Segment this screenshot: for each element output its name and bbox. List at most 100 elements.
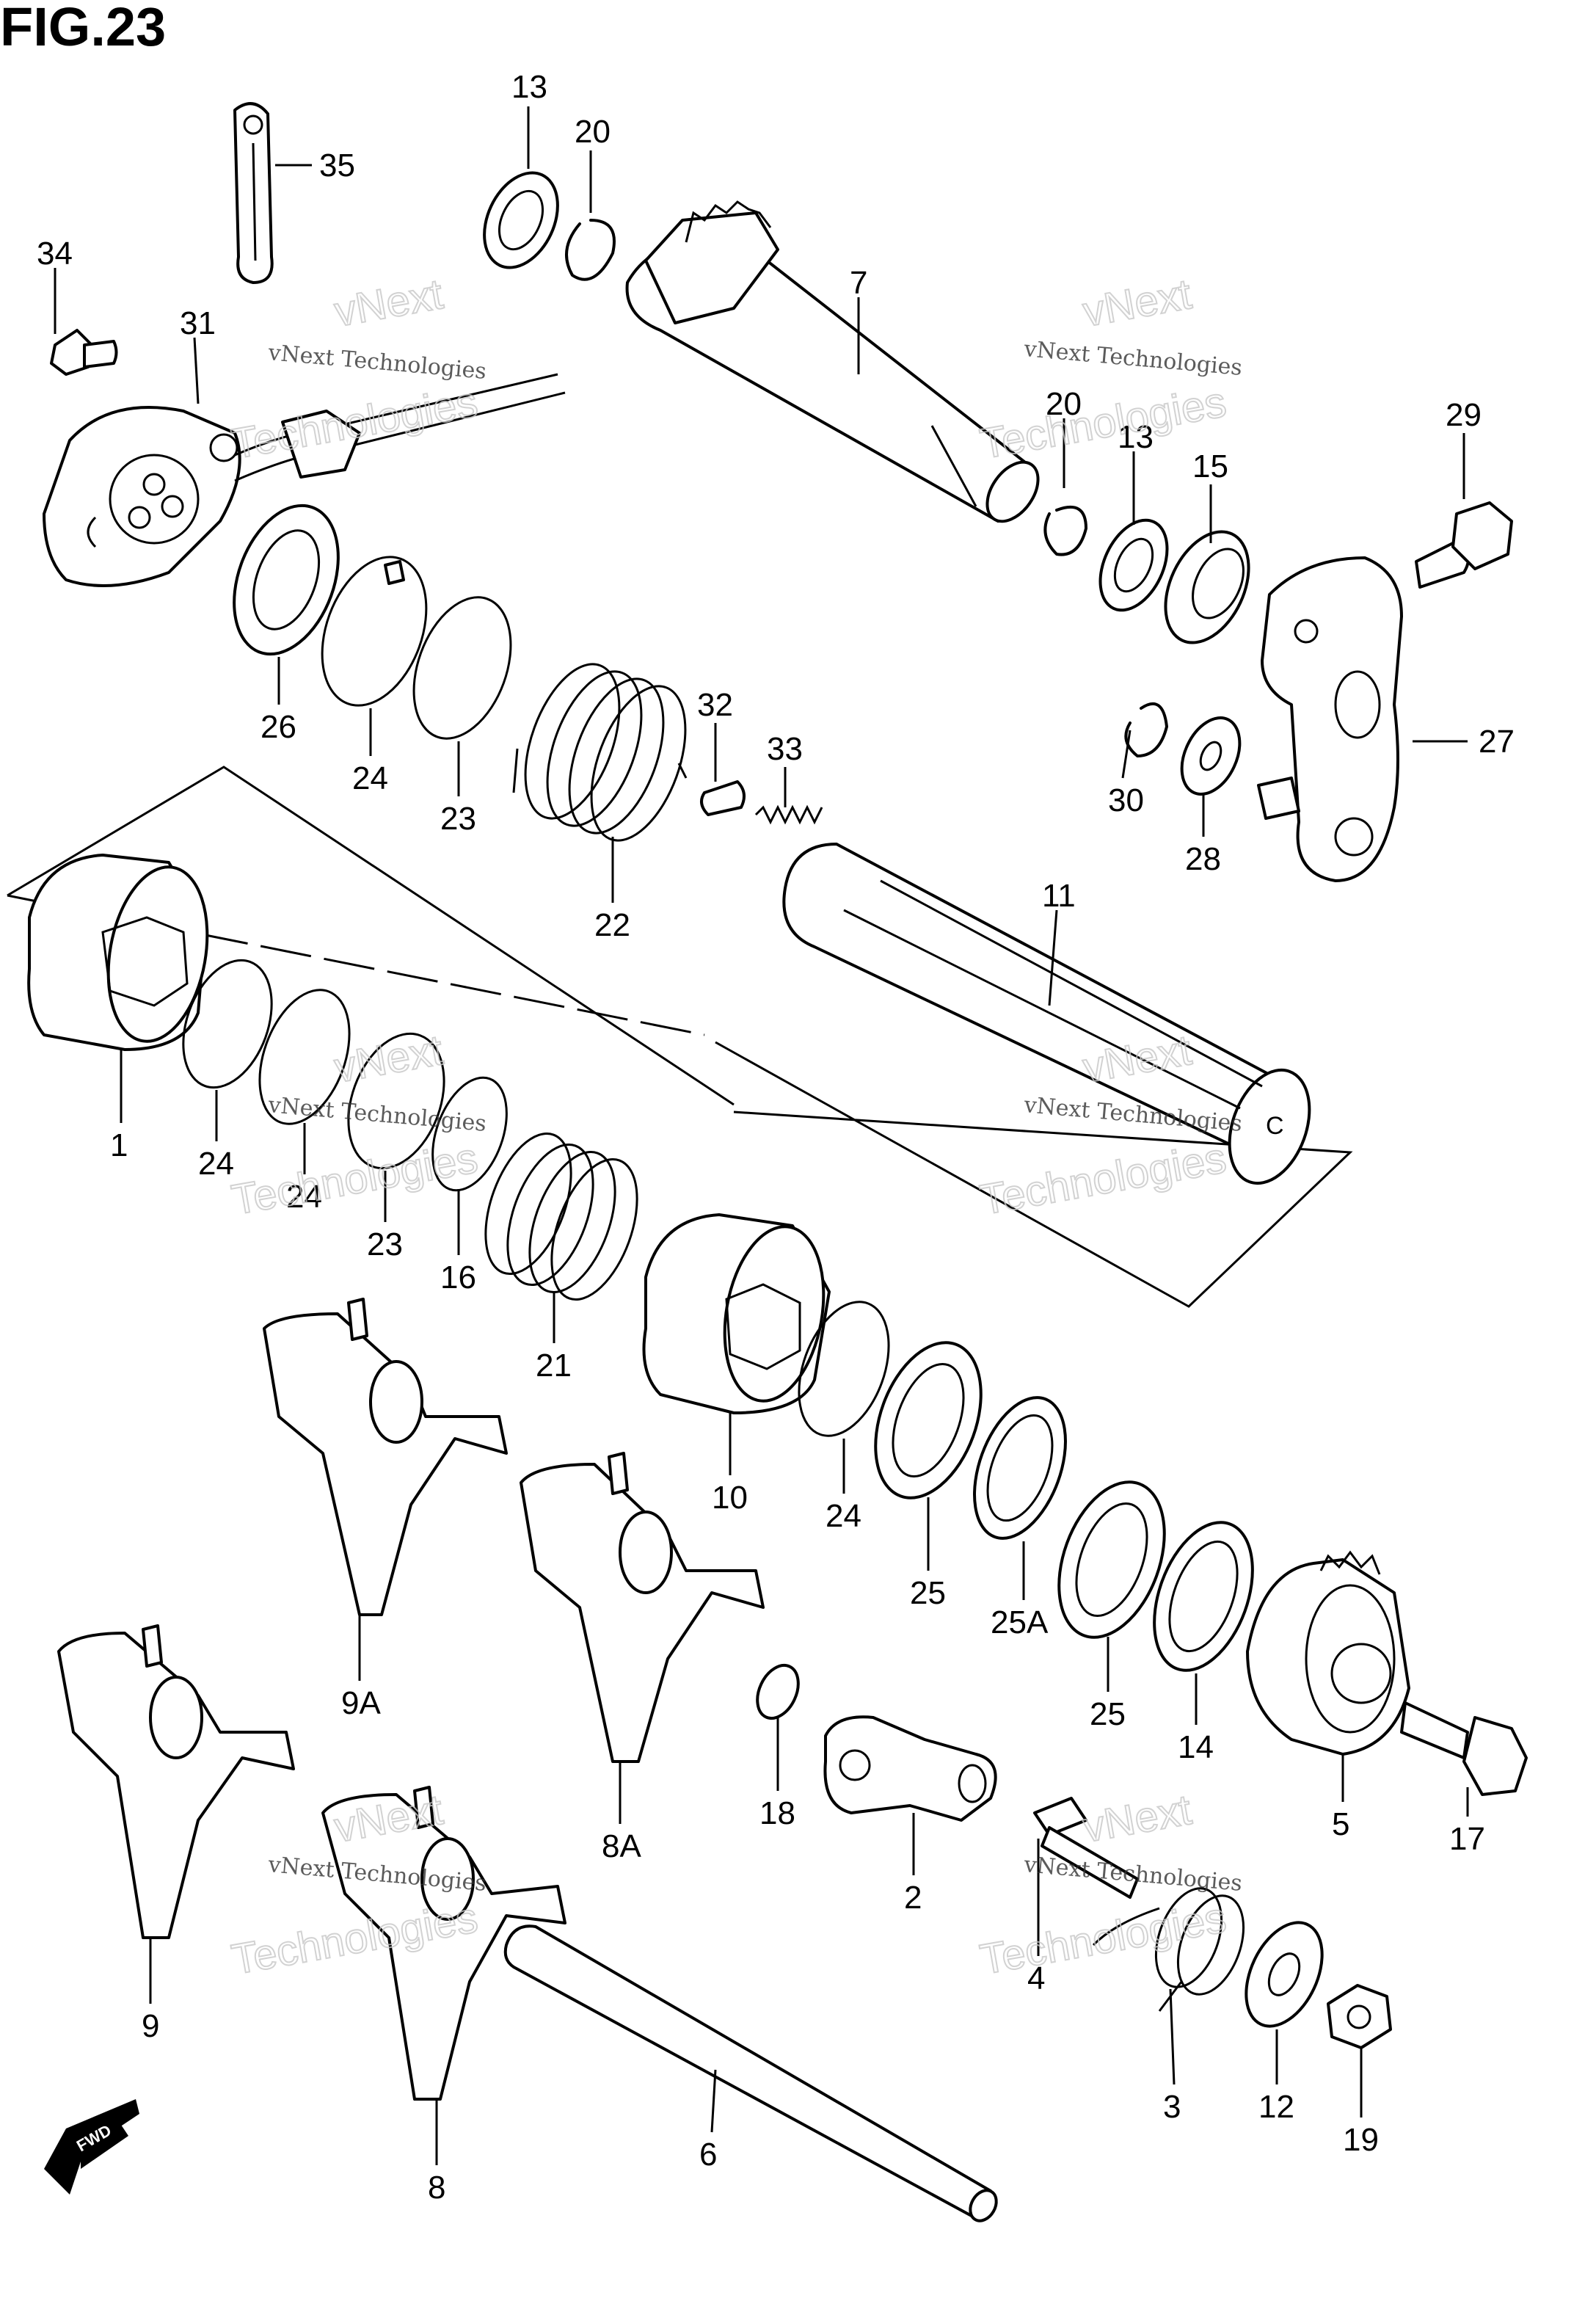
svg-text:vNext: vNext (331, 1026, 446, 1092)
callout-24-d: 24 (826, 1498, 861, 1534)
part-20-circlip-right (1043, 506, 1087, 556)
sub-assembly-outline (7, 766, 1353, 1308)
fwd-direction-badge: FWD (44, 2099, 139, 2195)
callout-14: 14 (1178, 1729, 1214, 1765)
callout-23-b: 23 (367, 1226, 403, 1262)
part-24-circlip-mid2 (258, 989, 351, 1125)
part-29-bolt (1415, 501, 1513, 589)
watermark-top-left: vNext Technologies vNext Technologies (227, 269, 487, 469)
part-24-circlip (321, 556, 428, 707)
callout-10: 10 (712, 1480, 748, 1516)
callout-9A: 9A (341, 1685, 381, 1721)
part-31-sensor (43, 373, 566, 587)
callout-9: 9 (142, 2008, 159, 2044)
callout-30: 30 (1108, 782, 1144, 818)
callout-13-right: 13 (1118, 419, 1154, 455)
callout-13: 13 (511, 69, 547, 105)
callout-21: 21 (536, 1348, 572, 1384)
callout-labels: 13 20 35 34 31 7 20 13 15 29 27 30 28 26… (37, 69, 1515, 2206)
callout-20: 20 (575, 114, 611, 150)
part-25-washer-low (1057, 1480, 1166, 1639)
part-9-shift-fork (57, 1624, 295, 1939)
part-25A-bearing (973, 1396, 1067, 1540)
part-7-shift-shaft (625, 200, 1040, 523)
svg-text:vNext: vNext (1079, 270, 1195, 336)
part-23-washer-mid (347, 1032, 445, 1170)
part-15-bearing (1164, 530, 1250, 644)
callout-16: 16 (440, 1259, 476, 1295)
watermark-mid-left: vNext Technologies vNext Technologies (227, 1025, 487, 1225)
callout-24: 24 (352, 760, 388, 796)
callout-11: 11 (1042, 878, 1076, 914)
callout-8A: 8A (602, 1828, 641, 1864)
callout-24-c: 24 (286, 1179, 322, 1215)
callout-6: 6 (699, 2137, 717, 2173)
part-13-washer (483, 171, 559, 269)
callout-33: 33 (767, 731, 803, 767)
callout-15: 15 (1192, 448, 1228, 484)
callout-5: 5 (1332, 1806, 1349, 1842)
part-30-eclip (1124, 702, 1168, 757)
svg-text:vNext Technologies: vNext Technologies (266, 340, 487, 385)
callout-25-b: 25 (1090, 1696, 1126, 1732)
part-25-washer (874, 1341, 983, 1499)
svg-text:vNext: vNext (1079, 1786, 1195, 1852)
callout-32: 32 (697, 687, 733, 723)
svg-text:vNext Technologies: vNext Technologies (1022, 336, 1243, 381)
part-33-spring (754, 804, 823, 825)
part-32-pin (700, 780, 746, 816)
callout-17: 17 (1449, 1821, 1485, 1857)
callout-31: 31 (180, 305, 216, 341)
part-5-cam-gear (1246, 1550, 1410, 1756)
svg-text:Technologies: Technologies (977, 378, 1230, 468)
part-18-washer (756, 1663, 800, 1720)
callout-34: 34 (37, 236, 73, 272)
part-24-circlip-low (798, 1301, 890, 1437)
part-28-washer (1180, 716, 1242, 796)
cam-marking: C (1266, 1112, 1284, 1140)
part-8-shift-fork (321, 1786, 566, 2101)
part-11-gearshift-cam: C (782, 843, 1311, 1185)
callout-19: 19 (1343, 2122, 1379, 2158)
part-23-washer (412, 596, 512, 740)
part-12-washer (1245, 1921, 1324, 2028)
part-26-washer (233, 504, 340, 656)
part-27-arm (1257, 556, 1403, 882)
svg-text:Technologies: Technologies (228, 378, 481, 468)
callout-29: 29 (1446, 397, 1482, 433)
watermark-bottom-right: vNext Technologies vNext Technologies (976, 1785, 1243, 1985)
callout-4: 4 (1027, 1960, 1045, 1996)
callout-28: 28 (1185, 841, 1221, 877)
part-17-bolt (1400, 1701, 1528, 1796)
part-19-nut (1327, 1984, 1392, 2049)
callout-25A: 25A (991, 1604, 1049, 1640)
part-22-spring (512, 663, 688, 842)
part-16-ring (431, 1076, 508, 1192)
svg-text:Technologies: Technologies (977, 1894, 1230, 1984)
figure-title: FIG.23 (0, 0, 166, 57)
part-21-spring (484, 1132, 638, 1301)
callout-2: 2 (904, 1880, 922, 1916)
part-4-bolt (1033, 1797, 1139, 1899)
part-14-washer (1153, 1521, 1254, 1672)
callout-18: 18 (759, 1795, 795, 1831)
callout-35: 35 (319, 148, 355, 183)
callout-20-right: 20 (1046, 386, 1082, 422)
watermark-top-right: vNext Technologies vNext Technologies (976, 269, 1243, 469)
part-2-stopper-plate (823, 1715, 997, 1822)
part-1-cam-stopper (27, 854, 209, 1051)
callout-24-b: 24 (198, 1146, 234, 1182)
callout-25: 25 (910, 1575, 946, 1611)
svg-text:vNext: vNext (331, 270, 446, 336)
callout-12: 12 (1258, 2089, 1294, 2125)
callout-8: 8 (428, 2170, 445, 2206)
callout-22: 22 (594, 907, 630, 943)
part-10-stopper (642, 1213, 831, 1414)
part-6-fork-shaft (503, 1924, 998, 2222)
callout-7: 7 (850, 265, 867, 301)
callout-3: 3 (1163, 2089, 1181, 2125)
part-9A-shift-fork (263, 1298, 508, 1616)
part-8A-shift-fork (520, 1452, 765, 1763)
callout-27: 27 (1479, 724, 1515, 760)
